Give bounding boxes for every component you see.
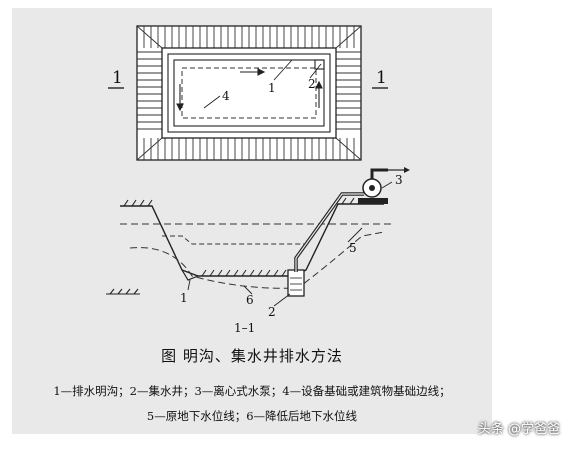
ground-symbols-left [106, 288, 140, 295]
legend-line-1: 1—排水明沟；2—集水井；3—离心式水泵；4—设备基础或建筑物基础边线； [53, 384, 451, 398]
figure-panel: 1 1 1 2 4 1 2 3 5 6 1–1 图 明沟、集水井排水方法 1—排… [12, 8, 492, 434]
legend-line-2: 5—原地下水位线；6—降低后地下水位线 [146, 409, 358, 423]
centrifugal-pump [358, 167, 410, 204]
section-mark-left-label: 1 [112, 68, 123, 88]
suction-pipe [294, 192, 364, 272]
pit-bottom-hatch [201, 269, 295, 277]
lowered-water-table [129, 231, 385, 289]
section-label-1: 1 [180, 291, 188, 305]
section-label-3: 3 [395, 173, 403, 187]
flow-arrows [176, 68, 323, 112]
plan-label-1: 1 [268, 81, 276, 95]
section-title: 1–1 [234, 321, 256, 335]
plan-leader-lines [203, 59, 322, 109]
section-label-6: 6 [246, 293, 254, 307]
plan-label-2: 2 [308, 77, 316, 91]
section-label-5: 5 [349, 241, 357, 255]
drainage-ditch [181, 269, 199, 281]
plan-sump-well [314, 59, 325, 70]
watermark: 头条 @学爸爸 [477, 422, 560, 437]
excavation-profile [120, 203, 384, 277]
figure-caption: 图 明沟、集水井排水方法 [161, 347, 343, 365]
plan-label-4: 4 [222, 89, 230, 103]
section-leader-lines [187, 181, 393, 307]
plan-pit-bottom [161, 47, 337, 139]
section-view [106, 167, 410, 307]
plan-view [108, 25, 388, 161]
section-label-2: 2 [268, 305, 276, 319]
section-mark-right-label: 1 [376, 68, 387, 88]
foundation-edge-line [181, 67, 317, 119]
plan-ditch-outer [167, 53, 331, 133]
foundation-edge-section [162, 235, 306, 245]
plan-slope-ticks [136, 25, 362, 161]
plan-ditch-inner [173, 59, 325, 127]
sump-well [287, 269, 305, 297]
drainage-diagram [106, 25, 410, 307]
